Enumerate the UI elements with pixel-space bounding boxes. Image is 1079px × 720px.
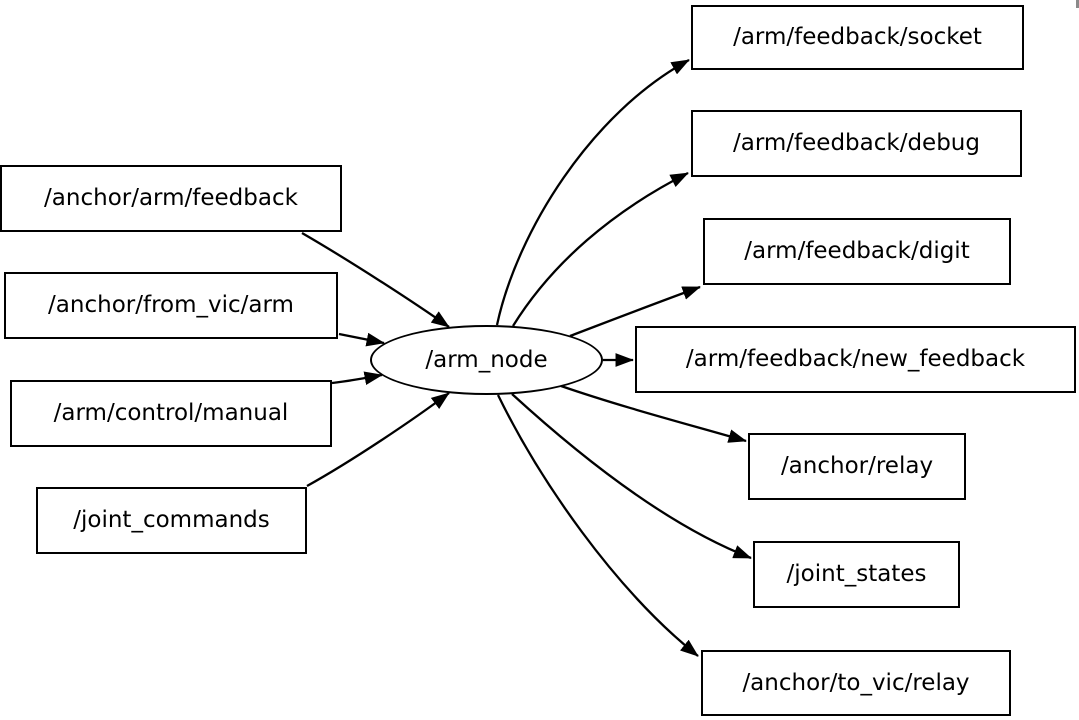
topic-arm-feedback-debug: /arm/feedback/debug xyxy=(691,110,1022,177)
edge-arm-node-to-arm-feedback-digit xyxy=(569,285,701,338)
screen-edge-artifact xyxy=(1076,0,1079,8)
topic-label: /anchor/from_vic/arm xyxy=(48,292,294,318)
edge-arm-node-to-arm-feedback-debug xyxy=(512,171,689,327)
edge-arm-control-manual-to-arm-node xyxy=(331,371,383,386)
topic-arm-feedback-socket: /arm/feedback/socket xyxy=(691,5,1024,70)
topic-label: /arm/feedback/debug xyxy=(733,130,980,156)
topic-label: /arm/feedback/socket xyxy=(733,24,982,50)
topic-anchor-arm-feedback: /anchor/arm/feedback xyxy=(0,165,342,232)
topic-arm-feedback-new-feedback: /arm/feedback/new_feedback xyxy=(635,326,1076,393)
edge-joint-commands-to-arm-node xyxy=(306,392,450,488)
topic-anchor-relay: /anchor/relay xyxy=(748,433,966,500)
topic-joint-commands: /joint_commands xyxy=(36,487,307,554)
topic-anchor-from-vic-arm: /anchor/from_vic/arm xyxy=(4,272,338,339)
edge-anchor-arm-feedback-to-arm-node xyxy=(301,232,450,328)
edge-arm-node-to-anchor-to-vic-relay xyxy=(496,394,699,657)
topic-label: /arm/control/manual xyxy=(53,400,289,426)
topic-label: /anchor/relay xyxy=(780,453,934,479)
topic-label: /joint_commands xyxy=(73,507,270,533)
topic-label: /anchor/arm/feedback xyxy=(44,185,298,211)
topic-label: /joint_states xyxy=(786,561,927,587)
topic-label: /anchor/to_vic/relay xyxy=(742,669,970,696)
edge-arm-node-to-joint-states xyxy=(511,393,752,560)
topic-joint-states: /joint_states xyxy=(753,541,960,608)
topic-label: /arm/feedback/digit xyxy=(744,238,970,264)
edge-arm-node-to-arm-feedback-socket xyxy=(495,58,690,326)
edge-arm-node-to-anchor-relay xyxy=(560,384,747,443)
topic-label: /arm/feedback/new_feedback xyxy=(685,346,1026,372)
node-arm-node: /arm_node xyxy=(370,325,603,395)
topic-arm-control-manual: /arm/control/manual xyxy=(10,380,332,447)
edge-anchor-from-vic-arm-to-arm-node xyxy=(338,332,385,347)
node-label: /arm_node xyxy=(425,346,548,373)
topic-anchor-to-vic-relay: /anchor/to_vic/relay xyxy=(701,650,1011,716)
topic-arm-feedback-digit: /arm/feedback/digit xyxy=(703,218,1011,285)
